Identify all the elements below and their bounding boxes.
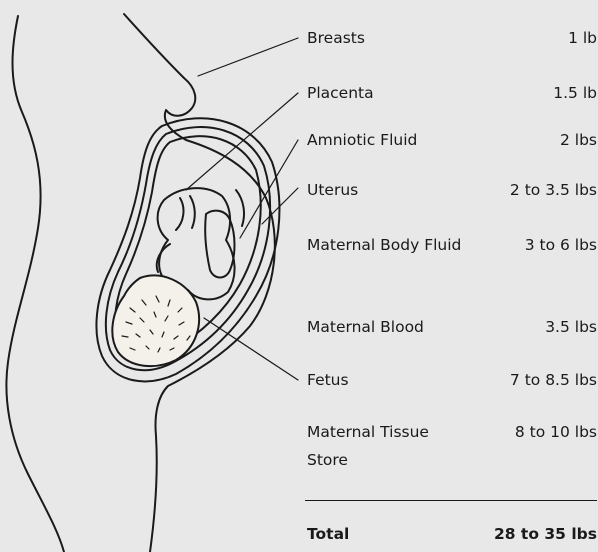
label-amniotic-fluid: Amniotic Fluid: [307, 126, 467, 154]
value-fetus: 7 to 8.5 lbs: [510, 366, 597, 394]
label-placenta: Placenta: [307, 79, 467, 107]
value-placenta: 1.5 lb: [553, 79, 597, 107]
value-maternal-tissue-store: 8 to 10 lbs: [515, 418, 597, 446]
value-uterus: 2 to 3.5 lbs: [510, 176, 597, 204]
label-maternal-blood: Maternal Blood: [307, 313, 467, 341]
fetus-leg: [157, 190, 244, 272]
value-amniotic-fluid: 2 lbs: [560, 126, 597, 154]
back-outline: [6, 16, 64, 552]
value-breasts: 1 lb: [568, 24, 597, 52]
value-total: 28 to 35 lbs: [494, 520, 597, 548]
leader-placenta: [186, 93, 298, 190]
label-uterus: Uterus: [307, 176, 467, 204]
fetus-head: [112, 275, 199, 366]
leader-fetus: [204, 318, 298, 380]
label-total: Total: [307, 520, 467, 548]
total-divider: [305, 500, 597, 501]
value-maternal-blood: 3.5 lbs: [545, 313, 597, 341]
label-maternal-tissue-store: Maternal Tissue Store: [307, 418, 467, 474]
value-maternal-body-fluid: 3 to 6 lbs: [525, 231, 597, 259]
label-maternal-body-fluid: Maternal Body Fluid: [307, 231, 467, 259]
label-breasts: Breasts: [307, 24, 467, 52]
fetus-arm: [205, 211, 234, 278]
leader-breasts: [198, 38, 298, 76]
label-fetus: Fetus: [307, 366, 467, 394]
